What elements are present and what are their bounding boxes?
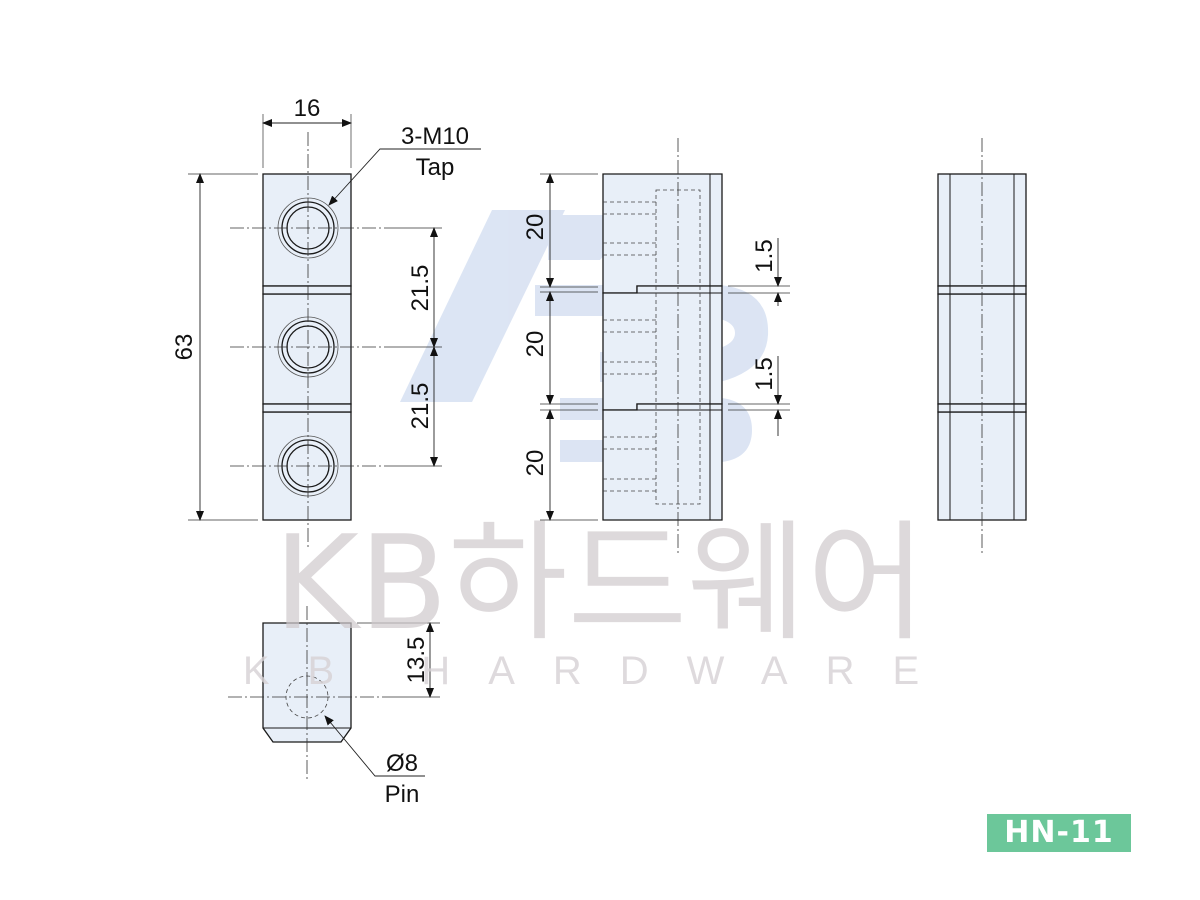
tap-callout-label: Tap	[416, 154, 455, 181]
segment-dimension: 20	[522, 214, 549, 241]
pin-label: Pin	[385, 781, 420, 808]
bottom-view: 13.5 Ø8 Pin	[228, 606, 440, 808]
gap-dimension: 1.5	[751, 357, 778, 390]
height-dimension: 63	[171, 334, 198, 361]
pin-diameter: Ø8	[386, 750, 418, 777]
hole-pitch-dimension: 21.5	[407, 383, 434, 430]
segment-dimension: 20	[522, 450, 549, 477]
watermark-brand: KB하드웨어	[274, 507, 927, 659]
width-dimension: 16	[294, 95, 321, 122]
front-view: 16 3-M10 Tap 63 21.5 21.5	[171, 95, 481, 548]
side-view: 20 20 20 1.5 1.5	[522, 138, 790, 555]
hole-pitch-dimension: 21.5	[407, 265, 434, 312]
model-code-badge: HN-11	[987, 814, 1131, 852]
rear-view	[937, 138, 1027, 555]
tap-callout: 3-M10	[401, 123, 469, 150]
segment-dimension: 20	[522, 331, 549, 358]
pin-offset-dimension: 13.5	[403, 637, 430, 684]
watermark-subtitle: KB HARDWARE	[243, 649, 957, 693]
gap-dimension: 1.5	[751, 239, 778, 272]
